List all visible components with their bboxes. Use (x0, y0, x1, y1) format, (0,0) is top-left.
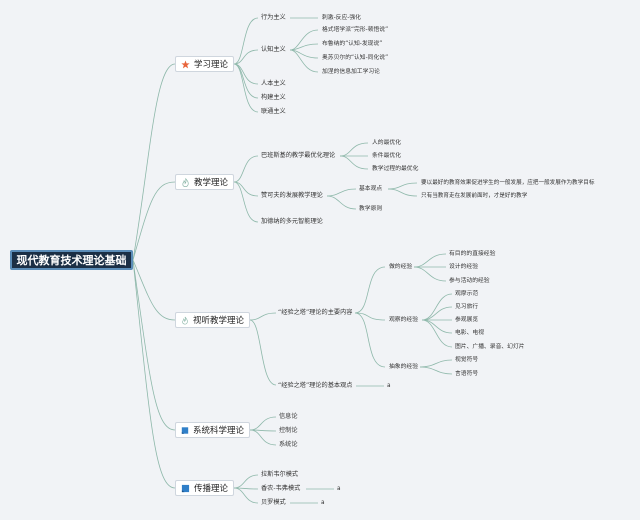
node-control-theory[interactable]: 控制论 (279, 427, 298, 434)
fire-icon (182, 316, 188, 324)
branch-label: 系统科学理论 (192, 426, 244, 436)
root-topic[interactable]: 现代教育技术理论基础 (10, 250, 133, 270)
node-abstract-experience[interactable]: 抽象的经验 (389, 364, 418, 370)
node-basic-viewpoint[interactable]: 基本观点 (359, 186, 383, 192)
node-lasswell[interactable]: 拉斯韦尔模式 (261, 471, 299, 478)
node-visual-symbols[interactable]: 视觉符号 (455, 357, 479, 363)
flag-icon (181, 484, 190, 492)
branch-systems-theory[interactable]: 系统科学理论 (175, 422, 250, 438)
node-placeholder-a[interactable]: a (337, 486, 341, 492)
node-direct-experience[interactable]: 有目的的直接经验 (449, 251, 496, 257)
node-teaching-principles[interactable]: 教学原则 (359, 206, 383, 212)
branch-teaching-theory[interactable]: 教学理论 (175, 174, 234, 190)
node-stimulus-response[interactable]: 刺激-反应-强化 (322, 15, 361, 21)
node-cognitivism[interactable]: 认知主义 (261, 46, 286, 53)
node-film-tv[interactable]: 电影、电视 (455, 330, 484, 336)
node-bruner[interactable]: 布鲁纳的“认知-发现说” (322, 41, 383, 47)
node-humanism[interactable]: 人本主义 (261, 80, 286, 87)
branch-label: 传播理论 (193, 484, 228, 494)
node-berlo[interactable]: 贝罗模式 (261, 499, 286, 506)
star-icon (181, 59, 190, 68)
node-babansky[interactable]: 巴班斯基的教学最优化理论 (261, 152, 336, 159)
node-human-optimization[interactable]: 人的最优化 (372, 140, 401, 146)
node-cone-main-content[interactable]: “经验之塔”理论的主要内容 (278, 309, 353, 316)
node-exhibition[interactable]: 参观展览 (455, 317, 479, 323)
branch-label: 学习理论 (193, 60, 228, 70)
node-condition-optimization[interactable]: 条件最优化 (372, 153, 401, 159)
node-pictures-radio[interactable]: 图片、广播、录音、幻灯片 (455, 344, 525, 350)
node-zankov[interactable]: 赞可夫的发展教学理论 (261, 192, 323, 199)
node-information-theory[interactable]: 信息论 (279, 413, 298, 420)
node-gagne[interactable]: 加涅的信息加工学习论 (322, 69, 380, 75)
node-gestalt[interactable]: 格式塔学派“完形-顿悟说” (322, 27, 389, 33)
node-systems-theory[interactable]: 系统论 (279, 441, 298, 448)
node-designed-experience[interactable]: 设计的经验 (449, 264, 478, 270)
node-placeholder-a[interactable]: a (321, 500, 325, 506)
node-ausubel[interactable]: 奥苏贝尔的“认知-同化说” (322, 55, 389, 61)
branch-label: 教学理论 (193, 178, 228, 188)
node-verbal-symbols[interactable]: 言语符号 (455, 371, 479, 377)
node-participation-experience[interactable]: 参与活动的经验 (449, 278, 490, 284)
node-education-ahead[interactable]: 只有当教育走在发展前面时，才是好的教学 (421, 193, 528, 199)
node-observing-experience[interactable]: 观察的经验 (389, 317, 418, 323)
node-process-optimization[interactable]: 教学过程的最优化 (372, 166, 419, 172)
flag-icon (181, 426, 189, 434)
node-constructivism[interactable]: 构建主义 (261, 94, 286, 101)
node-doing-experience[interactable]: 做的经验 (389, 264, 413, 270)
branch-learning-theory[interactable]: 学习理论 (175, 56, 234, 72)
fire-icon (182, 177, 189, 187)
branch-label: 视听教学理论 (192, 316, 244, 326)
node-shannon-weaver[interactable]: 香农-韦弗模式 (261, 485, 301, 492)
node-cone-basic-viewpoint[interactable]: “经验之塔”理论的基本观点 (278, 382, 353, 389)
node-placeholder-a[interactable]: a (387, 383, 391, 389)
node-best-effect[interactable]: 要以最好的教育效果促进学生的一般发展，应把一般发展作为教学目标 (421, 180, 595, 186)
node-field-trip[interactable]: 见习旅行 (455, 304, 479, 310)
node-gardner[interactable]: 加德纳的多元智能理论 (261, 218, 323, 225)
node-behaviorism[interactable]: 行为主义 (261, 14, 286, 21)
node-demonstration[interactable]: 观摩示范 (455, 291, 479, 297)
branch-audiovisual-theory[interactable]: 视听教学理论 (175, 312, 250, 328)
node-connectivism[interactable]: 联通主义 (261, 108, 286, 115)
branch-communication-theory[interactable]: 传播理论 (175, 480, 234, 496)
